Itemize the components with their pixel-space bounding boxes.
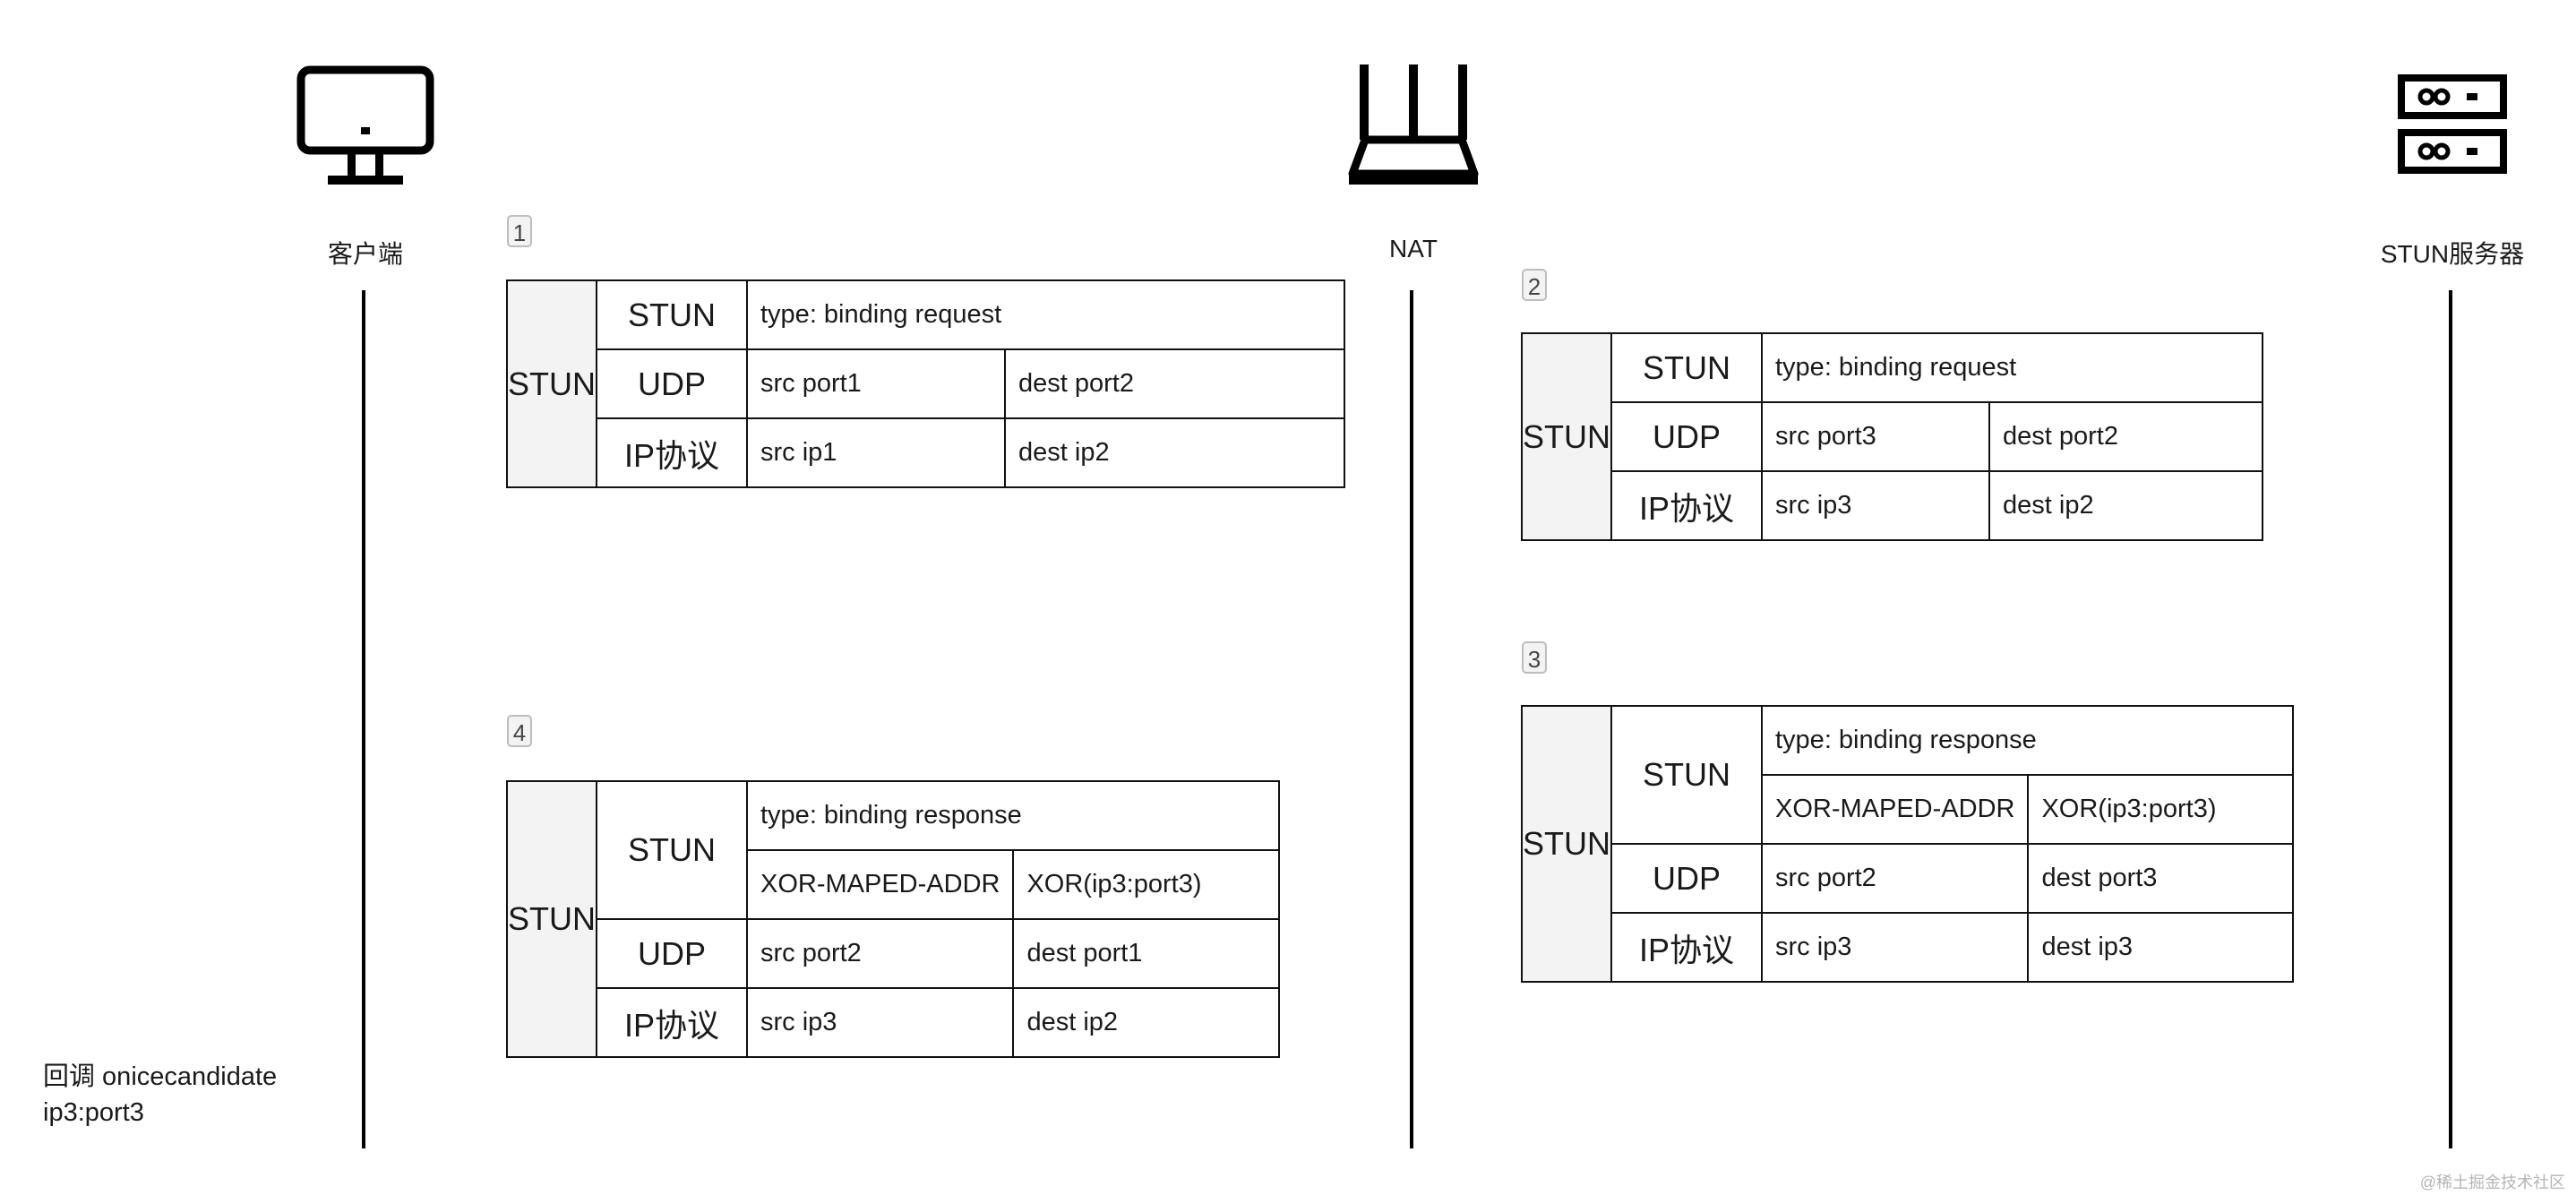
callback-line-1: 回调 onicecandidate — [43, 1062, 278, 1091]
callback-line-2: ip3:port3 — [43, 1098, 144, 1127]
client-lifeline — [362, 290, 365, 1148]
packet-1-udp-src: src port1 — [746, 348, 1006, 419]
nat-label: NAT — [1389, 235, 1438, 262]
packet-4-xor-value: XOR(ip3:port3) — [1012, 849, 1280, 920]
callback-note: 回调 onicecandidate ip3:port3 — [43, 1059, 277, 1131]
packet-1-ip-label: IP协议 — [596, 417, 748, 488]
packet-2-udp-dest: dest port2 — [1988, 401, 2263, 472]
server-lifeline — [2449, 290, 2452, 1148]
packet-4-udp-label: UDP — [596, 918, 748, 989]
packet-3-xor-label: XOR-MAPED-ADDR — [1760, 774, 2030, 845]
packet-4-udp-dest: dest port1 — [1012, 918, 1280, 989]
packet-4-ip-dest: dest ip2 — [1012, 987, 1280, 1058]
packet-4-ip-label: IP协议 — [596, 987, 748, 1058]
packet-1-stun-label: STUN — [596, 279, 748, 350]
packet-2-udp-src: src port3 — [1761, 401, 1990, 472]
packet-4-stun-label: STUN — [596, 780, 748, 920]
step-badge-2: 2 — [1522, 269, 1547, 301]
packet-3: STUN STUN type: binding response XOR-MAP… — [1521, 705, 2294, 983]
packet-1-udp-dest: dest port2 — [1004, 348, 1345, 419]
packet-4-ip-src: src ip3 — [745, 987, 1015, 1058]
packet-3-ip-src: src ip3 — [1760, 912, 2030, 983]
packet-2-ip-src: src ip3 — [1761, 470, 1990, 541]
step-badge-3: 3 — [1522, 641, 1547, 674]
client-label: 客户端 — [327, 240, 403, 268]
step-badge-4: 4 — [507, 715, 532, 747]
packet-1: STUN STUN type: binding request UDP src … — [506, 279, 1345, 488]
packet-4-udp-src: src port2 — [745, 918, 1015, 989]
packet-4-stun-type: type: binding response — [746, 780, 1280, 851]
nat-lifeline — [1410, 290, 1413, 1148]
packet-1-outer-label: STUN — [506, 279, 597, 488]
packet-2-outer-label: STUN — [1521, 332, 1612, 541]
packet-1-ip-dest: dest ip2 — [1004, 417, 1345, 488]
packet-4-outer-label: STUN — [506, 780, 597, 1058]
watermark: @稀土掘金技术社区 — [2419, 1174, 2565, 1191]
packet-3-stun-label: STUN — [1610, 705, 1763, 845]
monitor-icon — [296, 64, 435, 190]
packet-4: STUN STUN type: binding response XOR-MAP… — [506, 780, 1280, 1058]
packet-2: STUN STUN type: binding request UDP src … — [1521, 332, 2263, 541]
packet-2-ip-dest: dest ip2 — [1988, 470, 2263, 541]
packet-2-stun-label: STUN — [1610, 332, 1763, 403]
packet-3-udp-src: src port2 — [1760, 843, 2030, 914]
packet-3-xor-value: XOR(ip3:port3) — [2027, 774, 2294, 845]
stun-server-label: STUN服务器 — [2380, 240, 2525, 268]
packet-2-udp-label: UDP — [1610, 401, 1763, 472]
packet-1-stun-type: type: binding request — [746, 279, 1345, 350]
packet-1-ip-src: src ip1 — [746, 417, 1006, 488]
packet-3-stun-type: type: binding response — [1761, 705, 2294, 776]
packet-2-stun-type: type: binding request — [1761, 332, 2263, 403]
server-icon — [2397, 73, 2508, 177]
packet-3-udp-dest: dest port3 — [2027, 843, 2294, 914]
packet-3-ip-dest: dest ip3 — [2027, 912, 2294, 983]
packet-3-ip-label: IP协议 — [1610, 912, 1763, 983]
packet-3-outer-label: STUN — [1521, 705, 1612, 983]
packet-2-ip-label: IP协议 — [1610, 470, 1763, 541]
packet-1-udp-label: UDP — [596, 348, 748, 419]
router-icon — [1344, 63, 1483, 192]
step-badge-1: 1 — [507, 215, 532, 247]
packet-4-xor-label: XOR-MAPED-ADDR — [745, 849, 1015, 920]
packet-3-udp-label: UDP — [1610, 843, 1763, 914]
